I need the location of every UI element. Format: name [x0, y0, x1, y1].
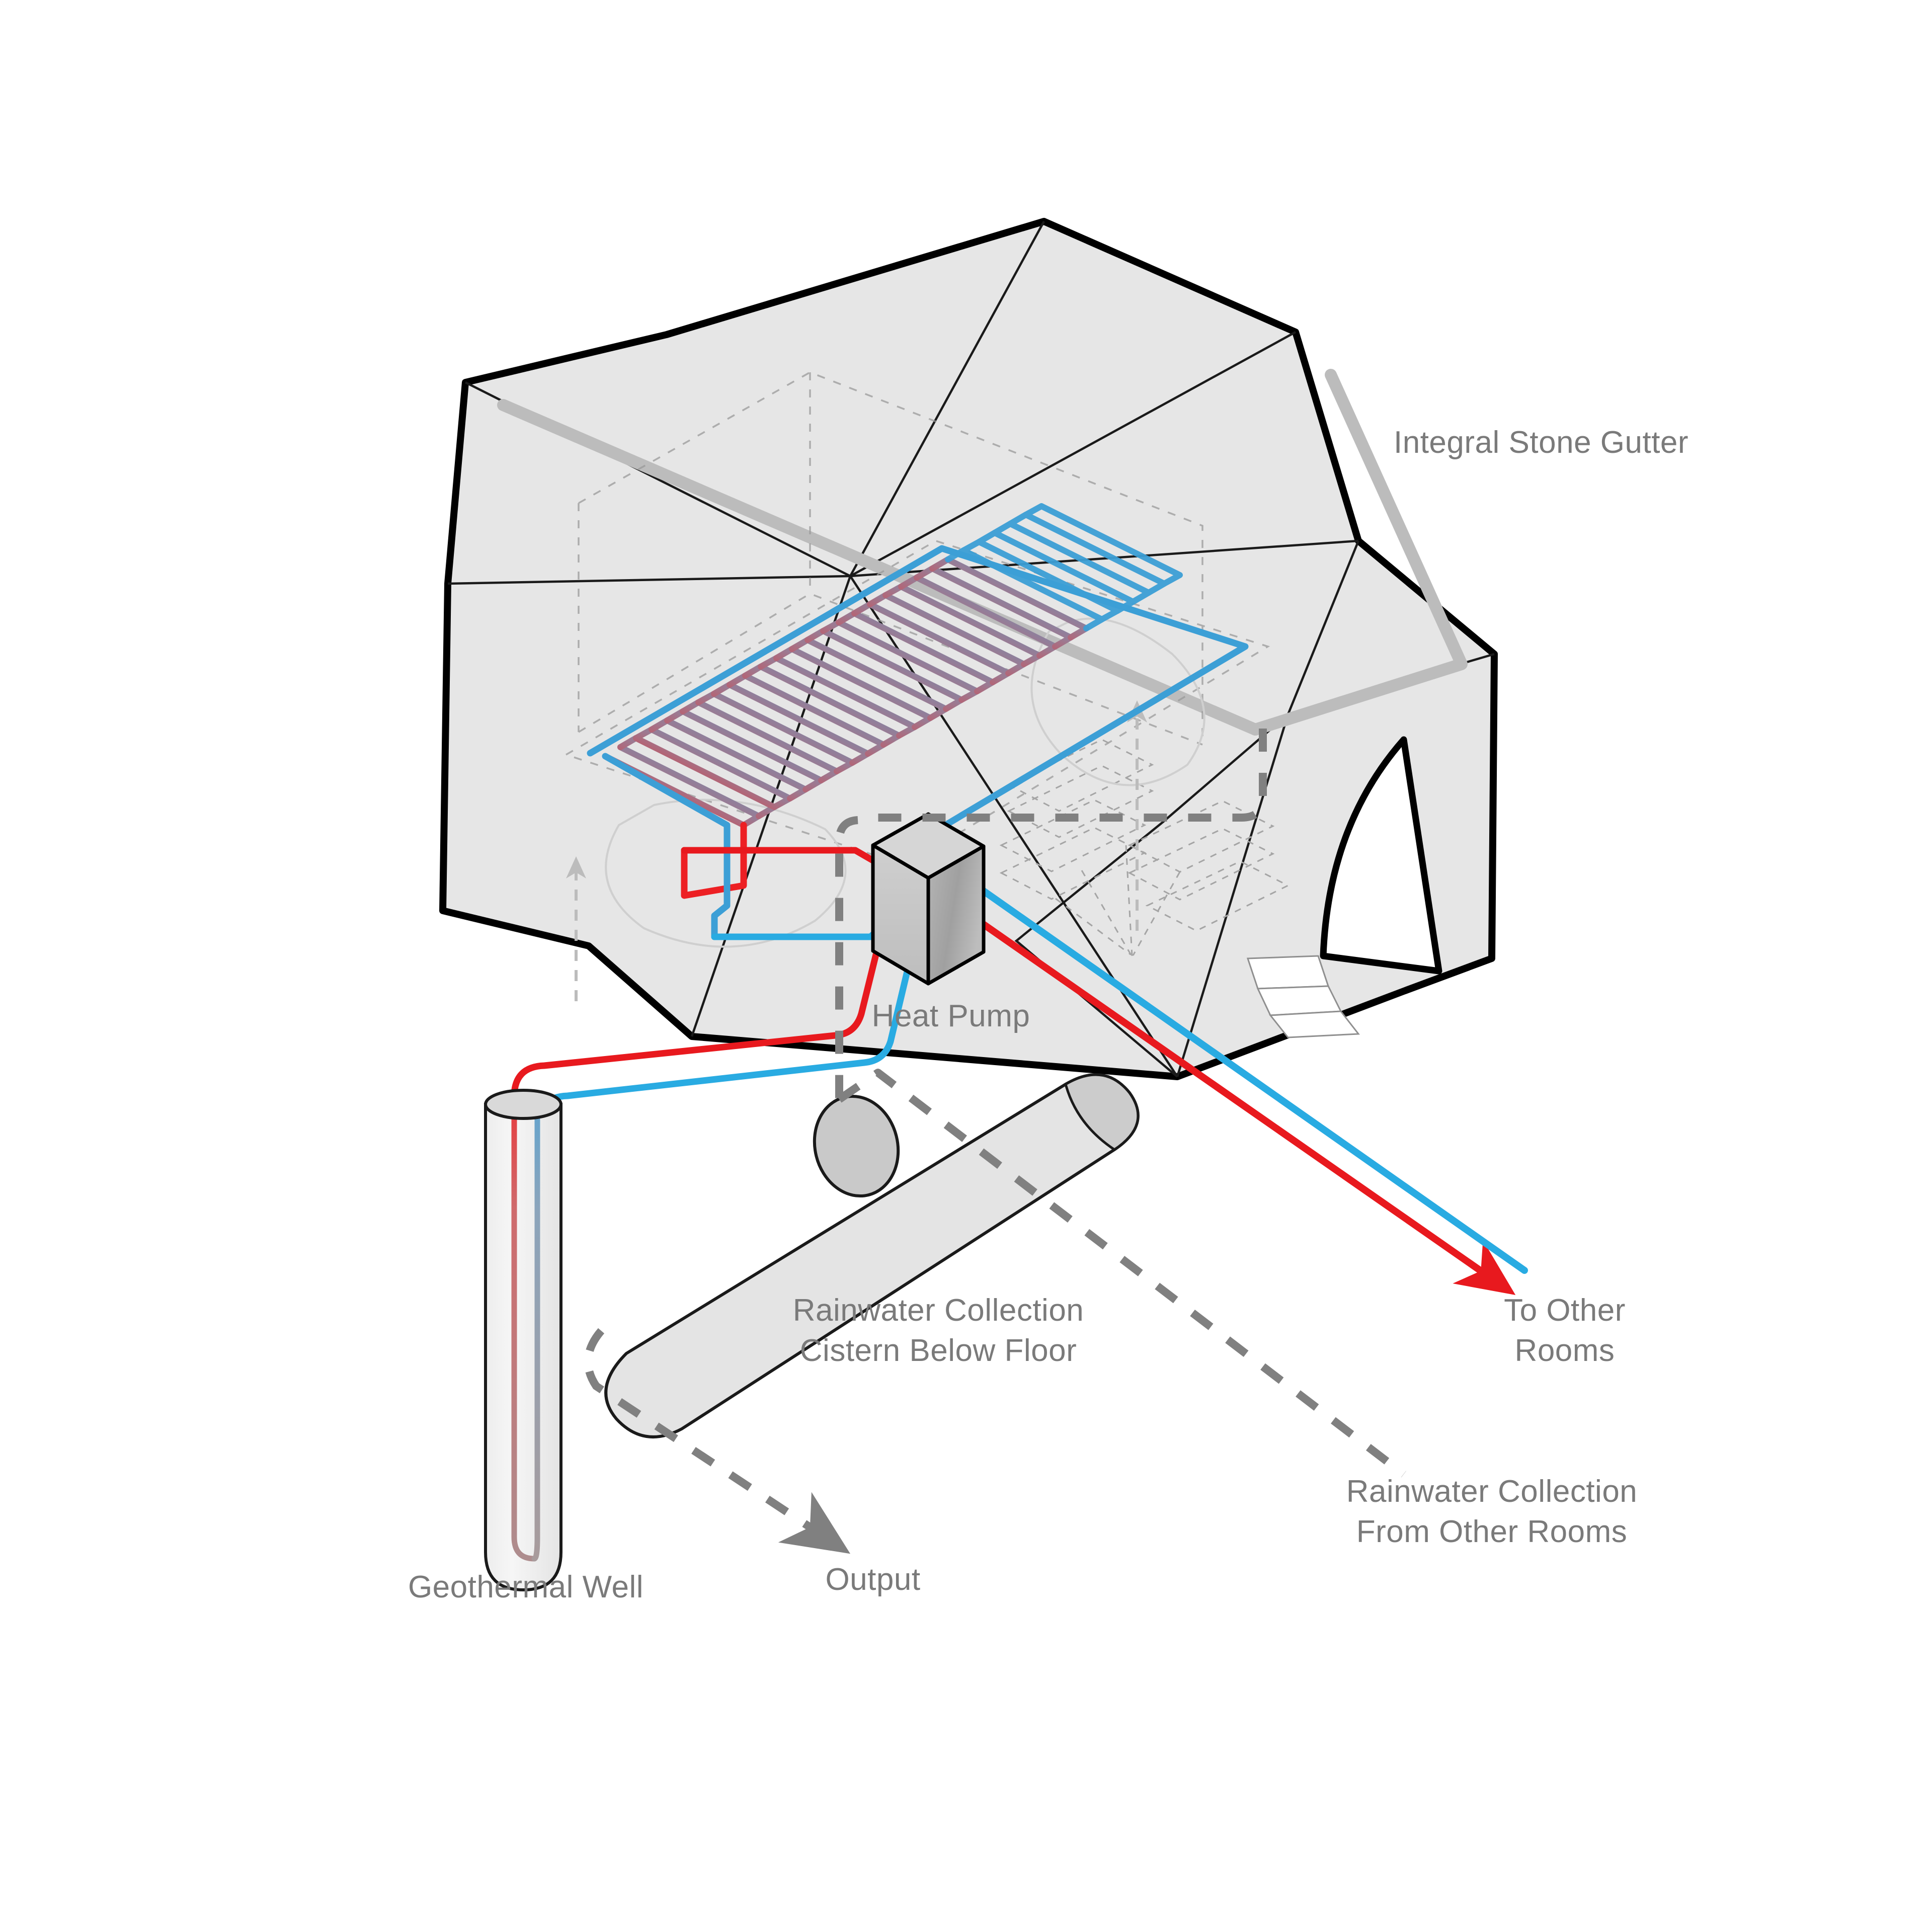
stone-gutter-ridge [497, 369, 1468, 736]
interior-ghost-geometry [564, 371, 1270, 866]
cistern-output-arrow [584, 1328, 851, 1554]
label-output: Output [825, 1562, 920, 1597]
heat-pump-unit [871, 812, 986, 986]
entry-steps-ghost [1246, 955, 1360, 1038]
heat-pump-right-face [926, 844, 986, 986]
window-opening [1320, 736, 1442, 975]
label-integral-stone-gutter: Integral Stone Gutter [1394, 425, 1688, 460]
rainwater-from-gutter [873, 729, 1267, 822]
label-geothermal-well: Geothermal Well [408, 1570, 643, 1604]
rainwater-cistern [604, 1073, 1140, 1438]
building-shell [439, 218, 1498, 1080]
building-silhouette [439, 218, 1498, 1080]
well-loop-red [511, 1104, 537, 1562]
gutter-left-run [497, 399, 1261, 736]
rainwater-dashed-path [835, 729, 1406, 1478]
well-top-cap [484, 1089, 562, 1120]
rainwater-pump-to-cistern [837, 1069, 1406, 1478]
cistern-access-port [813, 1094, 900, 1198]
ghost-cylinder-footprint [605, 617, 1205, 948]
rainwater-down-to-pump [835, 816, 858, 1099]
label-rainwater-other-line2: From Other Rooms [1356, 1514, 1628, 1549]
geothermal-well [484, 1089, 562, 1592]
diagram-labels: Integral Stone Gutter Heat Pump Rainwate… [408, 425, 1688, 1604]
pipe-blue-to-other-rooms [961, 874, 1528, 1274]
label-rainwater-other-line1: Rainwater Collection [1346, 1474, 1638, 1509]
coil-cold-end [945, 503, 1183, 631]
ghost-vertical-arrows [566, 700, 1147, 1001]
label-heat-pump: Heat Pump [872, 999, 1030, 1033]
label-to-other-rooms-line2: Rooms [1515, 1333, 1615, 1368]
pipe-red-from-well [511, 902, 892, 1292]
gutter-right-run [1249, 369, 1468, 736]
well-loop-blue [531, 1104, 540, 1562]
cistern-end-cap [1064, 1073, 1140, 1152]
radiant-floor-coil [587, 503, 1249, 940]
coil-serpentine [602, 556, 1089, 828]
label-to-other-rooms-line1: To Other [1504, 1293, 1626, 1328]
label-rainwater-cistern-line2: Cistern Below Floor [800, 1333, 1077, 1368]
well-body [484, 1103, 562, 1592]
label-rainwater-cistern-line1: Rainwater Collection [793, 1293, 1084, 1328]
coil-feed-lines [602, 753, 747, 940]
pipe-red-to-other-rooms [942, 895, 1516, 1296]
